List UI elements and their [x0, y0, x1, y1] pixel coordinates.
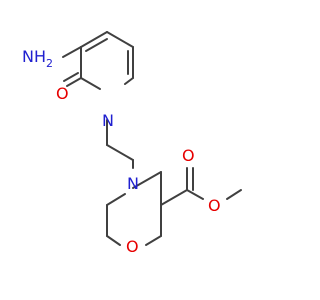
ethyl-linker	[106, 119, 134, 169]
ester-group	[160, 167, 242, 206]
ester-carbonyl-oxygen-label: O	[182, 146, 195, 165]
morpholine-nitrogen-label: N	[127, 174, 139, 193]
bond	[106, 144, 134, 161]
bond-double-inner	[85, 38, 108, 52]
molecule-structure: NH2 O N N O O O	[22, 31, 242, 256]
bond	[106, 31, 134, 48]
bond	[62, 46, 82, 58]
bond-double	[63, 72, 79, 82]
bond	[226, 189, 242, 200]
bond	[80, 31, 108, 48]
bond	[145, 235, 162, 246]
pyridone-ring-clean	[62, 31, 134, 90]
bond	[132, 171, 162, 189]
pyridone-nitrogen-label: N	[102, 111, 114, 130]
morpholine-ring	[106, 171, 162, 246]
bond	[106, 235, 121, 246]
bond	[186, 189, 204, 200]
bond	[106, 193, 126, 206]
bond	[66, 77, 82, 87]
bond	[80, 77, 101, 90]
morpholine-oxygen-label: O	[126, 237, 139, 256]
ester-oxygen-label: O	[208, 196, 221, 215]
bond	[160, 189, 188, 206]
bond	[124, 77, 134, 85]
ring-carbonyl-oxygen-label: O	[56, 84, 69, 103]
amino-group-label: NH2	[22, 47, 53, 70]
